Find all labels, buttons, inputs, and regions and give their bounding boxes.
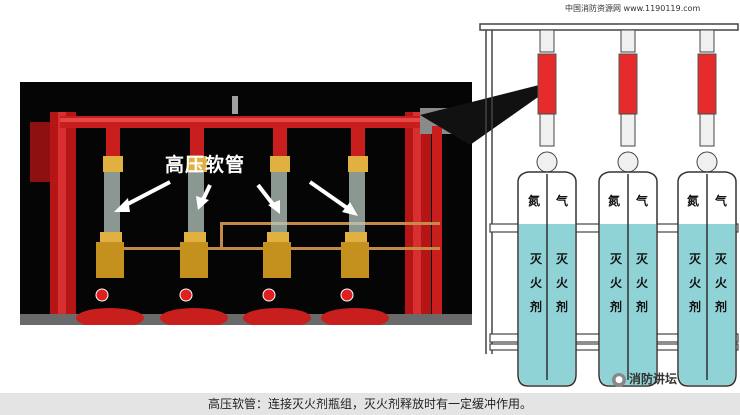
cylinder-3-gas-label-right: 气 — [715, 194, 728, 208]
cylinder-3-agent-char: 剂 — [689, 300, 702, 314]
cylinder-3-gas-label-left: 氮 — [687, 194, 700, 208]
hose-callout-label: 高压软管 — [165, 154, 246, 176]
cylinder-1-gas-label-right: 气 — [556, 194, 569, 208]
equipment-photo — [20, 82, 472, 325]
site-url: 中国消防资源网 www.1190119.com — [565, 4, 701, 13]
cylinder-2-agent-char: 灭 — [636, 252, 649, 266]
cylinder-2-agent-char: 火 — [610, 276, 623, 290]
cylinder-1-agent-char: 灭 — [530, 252, 543, 266]
wechat-icon: ● — [612, 372, 626, 387]
cylinder-2-gas-label-right: 气 — [636, 194, 649, 208]
cylinder-1-agent-char: 灭 — [556, 252, 569, 266]
cylinder-3-agent-char: 火 — [689, 276, 702, 290]
cylinder-2-agent-char: 灭 — [610, 252, 623, 266]
cylinder-3-agent-char: 剂 — [715, 300, 728, 314]
caption-bar: 高压软管：连接灭火剂瓶组，灭火剂释放时有一定缓冲作用。 — [0, 393, 740, 415]
cylinder-1-agent-char: 剂 — [530, 300, 543, 314]
cylinder-3-agent-char: 灭 — [689, 252, 702, 266]
cylinder-1-agent-char: 剂 — [556, 300, 569, 314]
watermark-text: 消防讲坛 — [629, 372, 678, 386]
cylinder-1-agent-char: 火 — [530, 276, 543, 290]
cylinder-2-gas-label-left: 氮 — [608, 194, 621, 208]
cylinder-2-agent-char: 剂 — [610, 300, 623, 314]
cylinder-1-gas-label-left: 氮 — [528, 194, 541, 208]
cylinder-2-agent-char: 剂 — [636, 300, 649, 314]
cylinder-2-agent-char: 火 — [636, 276, 649, 290]
cylinder-3-agent-char: 灭 — [715, 252, 728, 266]
cylinder-1-agent-char: 火 — [556, 276, 569, 290]
account-watermark: ●消防讲坛 — [612, 370, 677, 387]
cylinder-3-agent-char: 火 — [715, 276, 728, 290]
caption-text: 高压软管：连接灭火剂瓶组，灭火剂释放时有一定缓冲作用。 — [207, 397, 532, 411]
cylinder-diagram — [478, 14, 740, 399]
